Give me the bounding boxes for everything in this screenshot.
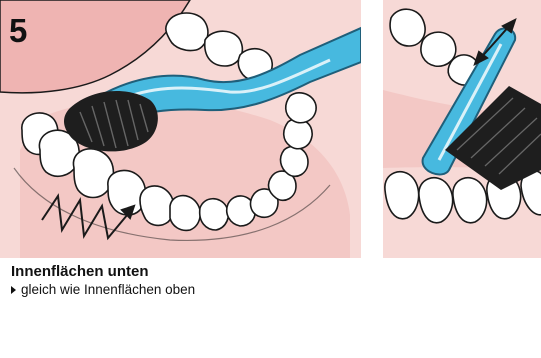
caption: Innenflächen unten gleich wie Innenfläch… bbox=[11, 263, 195, 298]
caption-title: Innenflächen unten bbox=[11, 263, 195, 281]
lower-jaw-inner-brushing-illustration bbox=[0, 0, 361, 258]
bullet-triangle-icon bbox=[11, 286, 16, 294]
step-number: 5 bbox=[9, 14, 27, 47]
brush-angle-closeup-illustration bbox=[383, 0, 541, 258]
caption-bullet-line: gleich wie Innenflächen oben bbox=[11, 281, 195, 298]
caption-bullet-text: gleich wie Innenflächen oben bbox=[21, 281, 195, 298]
illustration-closeup bbox=[383, 0, 541, 258]
illustration-step-5: 5 bbox=[0, 0, 361, 258]
